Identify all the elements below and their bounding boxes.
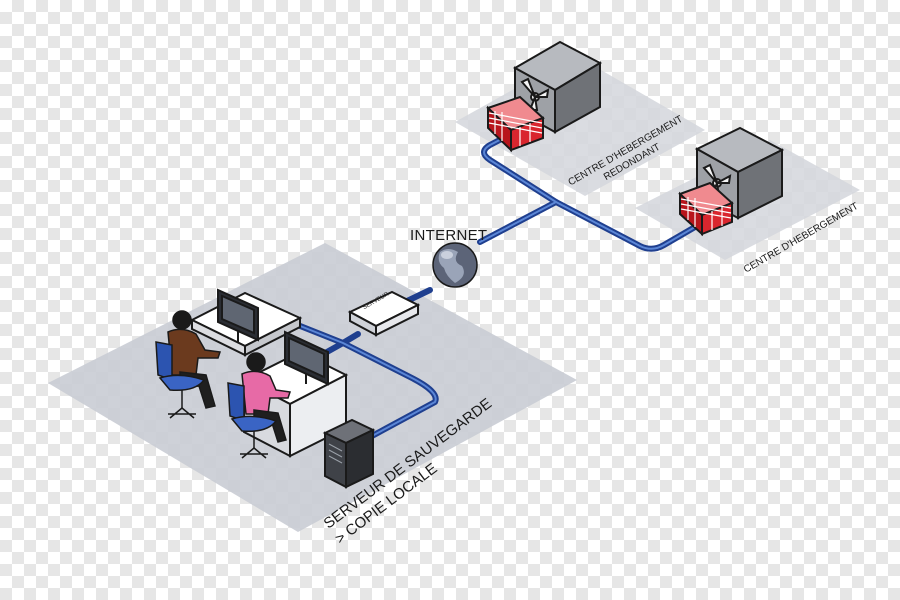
firewall-icon xyxy=(678,181,734,237)
office-chair-icon xyxy=(155,341,206,419)
hosting-center-redundant xyxy=(512,40,603,134)
network-cables xyxy=(252,129,698,439)
firewall-icon xyxy=(486,95,545,153)
globe-icon xyxy=(432,242,478,288)
server-tower-icon xyxy=(322,418,376,489)
office-chair-icon xyxy=(227,382,278,459)
monitor-icon xyxy=(284,330,329,386)
internet-label: INTERNET xyxy=(410,227,488,244)
network-box-icon xyxy=(347,290,421,337)
hosting-center-primary xyxy=(694,126,785,220)
monitor-icon xyxy=(217,288,259,342)
